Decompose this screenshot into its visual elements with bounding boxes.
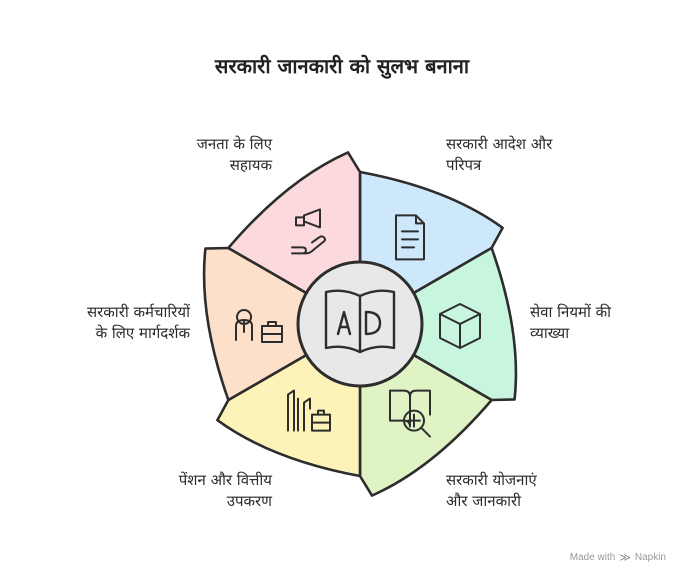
napkin-logo-icon: ≫ xyxy=(619,552,631,564)
center-circle xyxy=(296,260,424,388)
open-book-ad-icon xyxy=(324,289,396,354)
label-employees: सरकारी कर्मचारियों के लिए मार्गदर्शक xyxy=(87,303,190,342)
cube-icon xyxy=(439,303,481,349)
diagram-title: सरकारी जानकारी को सुलभ बनाना xyxy=(214,54,470,78)
segment-rules xyxy=(358,246,518,402)
label-schemes: सरकारी योजनाएं और जानकारी xyxy=(446,471,537,510)
book-search-icon xyxy=(389,389,431,438)
label-rules: सेवा नियमों की व्याख्या xyxy=(530,303,612,342)
label-orders: सरकारी आदेश और परिपत्र xyxy=(446,135,553,174)
finance-tools-icon xyxy=(287,389,331,432)
label-pension: पेंशन और वित्तीय उपकरण xyxy=(178,471,272,510)
megaphone-hand-icon xyxy=(291,208,326,255)
label-public: जनता के लिए सहायक xyxy=(196,135,272,174)
segment-employees xyxy=(202,246,362,402)
document-icon xyxy=(395,214,425,261)
footer-attribution: Made with ≫ Napkin xyxy=(569,552,666,564)
employee-briefcase-icon xyxy=(235,309,283,343)
